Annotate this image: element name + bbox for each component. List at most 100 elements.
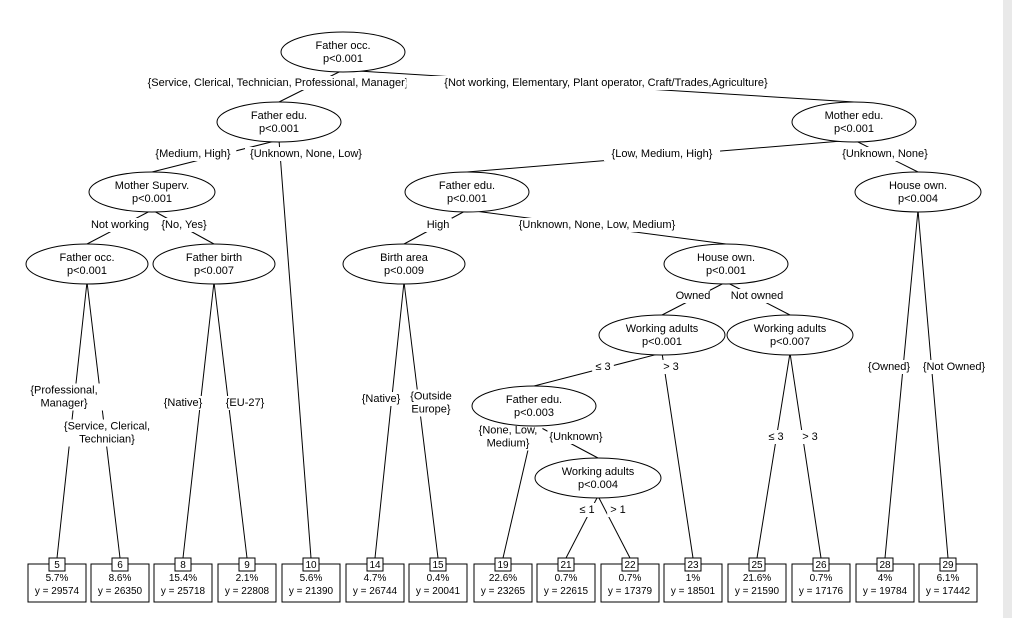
edge-label-bg — [149, 147, 237, 161]
leaf-15-percent: 0.4% — [427, 573, 450, 584]
edge-2-10 — [278, 139, 312, 559]
leaf-29-id-box — [939, 557, 957, 572]
edge-label-e13R: Europe} — [411, 404, 450, 416]
node-11-variable: Mother edu. — [825, 110, 884, 122]
leaf-10-id-box — [302, 557, 320, 572]
node-7-variable: Father birth — [186, 252, 242, 264]
leaf-10-id: 10 — [305, 560, 317, 571]
node-20-pvalue: p<0.004 — [578, 479, 618, 491]
edge-label-bg — [245, 147, 367, 161]
node-1-variable: Father occ. — [315, 40, 370, 52]
edge-label-e27R: {Not Owned} — [923, 361, 986, 373]
edge-label-bg — [157, 396, 209, 410]
node-18-ellipse — [471, 385, 597, 427]
leaf-23-percent: 1% — [686, 573, 701, 584]
edge-27-29 — [917, 209, 949, 559]
node-18-pvalue: p<0.003 — [514, 407, 554, 419]
edge-label-e2R: {Unknown, None, Low} — [250, 148, 362, 160]
edge-7-9 — [213, 281, 248, 559]
leaf-22-id: 22 — [624, 560, 636, 571]
edge-13-14 — [374, 281, 405, 559]
leaf-25-value: y = 21590 — [735, 586, 780, 597]
edge-label-e20L: ≤ 1 — [579, 504, 594, 516]
leaf-22-id-box — [621, 557, 639, 572]
leaf-22-percent: 0.7% — [619, 573, 642, 584]
edge-label-bg — [728, 289, 786, 303]
leaf-19-id: 19 — [497, 560, 509, 571]
edge-label-e17L: ≤ 3 — [595, 361, 610, 373]
node-4-pvalue: p<0.001 — [67, 265, 107, 277]
leaf-15-id-box — [429, 557, 447, 572]
leaf-26-id-box — [812, 557, 830, 572]
leaf-9-id: 9 — [244, 560, 250, 571]
edge-label-e16L: Owned — [676, 290, 711, 302]
edge-label-e7L: {Native} — [164, 397, 203, 409]
leaf-28-percent: 4% — [878, 573, 893, 584]
tree-edges — [56, 69, 949, 559]
edge-label-bg — [85, 218, 155, 232]
edge-labels: {Service, Clerical, Technician, Professi… — [20, 76, 989, 517]
edge-label-bg — [20, 383, 108, 411]
leaf-23-id-box — [684, 557, 702, 572]
edge-label-bg — [222, 396, 268, 410]
node-17-ellipse — [598, 314, 726, 356]
edge-label-e24R: > 3 — [802, 431, 818, 443]
leaf-19-value: y = 23265 — [481, 586, 526, 597]
edge-7-8 — [182, 281, 215, 559]
edge-24-26 — [789, 352, 822, 559]
edge-label-e4R: {Service, Clerical, — [64, 421, 150, 433]
leaf-6-value: y = 26350 — [98, 586, 143, 597]
leaf-5-value: y = 29574 — [35, 586, 80, 597]
right-edge-strip — [1003, 0, 1012, 618]
edge-label-bg — [48, 419, 166, 447]
leaf-21-value: y = 22615 — [544, 586, 589, 597]
node-12-variable: Father edu. — [439, 180, 495, 192]
leaf-21-percent: 0.7% — [555, 573, 578, 584]
edge-label-bg — [866, 360, 912, 374]
leaf-22-value: y = 17379 — [608, 586, 653, 597]
node-27-variable: House own. — [889, 180, 947, 192]
leaf-14-percent: 4.7% — [364, 573, 387, 584]
node-1-pvalue: p<0.001 — [323, 53, 363, 65]
leaf-14-id-box — [366, 557, 384, 572]
edge-label-bg — [405, 389, 457, 417]
edge-label-bg — [799, 430, 821, 444]
edge-label-bg — [424, 218, 452, 232]
leaf-10-percent: 5.6% — [300, 573, 323, 584]
edge-label-e12L: High — [427, 219, 450, 231]
node-11-pvalue: p<0.001 — [834, 123, 874, 135]
leaf-23-id: 23 — [687, 560, 699, 571]
leaf-9-percent: 2.1% — [236, 573, 259, 584]
leaf-6-id: 6 — [117, 560, 123, 571]
leaf-9-value: y = 22808 — [225, 586, 270, 597]
node-20-ellipse — [534, 457, 662, 499]
edge-label-e20R: > 1 — [610, 504, 626, 516]
node-24-variable: Working adults — [754, 323, 827, 335]
node-20-variable: Working adults — [562, 466, 635, 478]
leaf-28-value: y = 19784 — [863, 586, 908, 597]
edge-label-bg — [607, 503, 629, 517]
leaf-28-id-box — [876, 557, 894, 572]
leaf-23-value: y = 18501 — [671, 586, 716, 597]
leaf-8-value: y = 25718 — [161, 586, 206, 597]
leaf-21-id-box — [557, 557, 575, 572]
edge-17-23 — [661, 352, 694, 559]
edge-label-e13L: {Native} — [362, 393, 401, 405]
edge-label-e4L: {Professional, — [30, 385, 97, 397]
edge-label-e12R: {Unknown, None, Low, Medium} — [519, 219, 676, 231]
node-12-ellipse — [404, 171, 530, 213]
node-7-pvalue: p<0.007 — [194, 265, 234, 277]
edge-label-e11L: {Low, Medium, High} — [612, 148, 713, 160]
node-11-ellipse — [791, 101, 917, 143]
edge-label-e7R: {EU-27} — [226, 397, 265, 409]
leaf-9-id-box — [238, 557, 256, 572]
leaf-6-percent: 8.6% — [109, 573, 132, 584]
leaf-10-value: y = 21390 — [289, 586, 334, 597]
edge-24-25 — [756, 352, 791, 559]
node-1-ellipse — [280, 31, 406, 73]
edge-label-bg — [576, 503, 598, 517]
node-13-pvalue: p<0.009 — [384, 265, 424, 277]
leaf-25-percent: 21.6% — [743, 573, 771, 584]
